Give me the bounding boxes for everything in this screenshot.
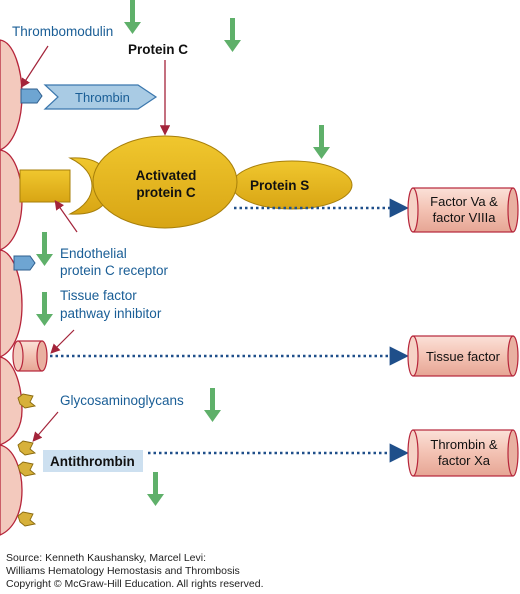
thrombomodulin-label: Thrombomodulin (12, 24, 113, 39)
green-arrow-icon (204, 388, 221, 422)
glycosaminoglycan-icon (17, 511, 37, 527)
target-factor-va-viiia: Factor Va & factor VIIIa (407, 187, 519, 233)
source-line-3: Copyright © McGraw-Hill Education. All r… (6, 578, 264, 590)
protein-s-label: Protein S (250, 178, 309, 193)
factor-va-label-line2: factor VIIIa (433, 210, 497, 225)
tissue-factor-label: Tissue factor (426, 349, 501, 364)
tfpi-label-line2: pathway inhibitor (60, 306, 162, 321)
target-tissue-factor: Tissue factor (407, 335, 519, 377)
green-arrow-icon (36, 232, 53, 266)
thrombin-xa-label-line2: factor Xa (438, 453, 491, 468)
protein-c-label: Protein C (128, 42, 188, 57)
activated-protein-c-label-line2: protein C (136, 185, 195, 200)
source-line-1: Source: Kenneth Kaushansky, Marcel Levi: (6, 552, 206, 564)
activated-protein-c-label-line1: Activated (136, 168, 197, 183)
thrombomodulin-pointer (20, 45, 49, 89)
green-arrow-icon (147, 472, 164, 506)
epcr-label-line1: Endothelial (60, 246, 127, 261)
green-arrows (36, 0, 330, 506)
glycosaminoglycan-icon (17, 440, 37, 456)
tfpi-pointer (50, 329, 75, 354)
epcr-stalk (19, 169, 71, 203)
factor-va-label-line1: Factor Va & (430, 194, 498, 209)
thrombin-label: Thrombin (75, 90, 130, 105)
source-credit: Source: Kenneth Kaushansky, Marcel Levi:… (6, 552, 264, 591)
green-arrow-icon (36, 292, 53, 326)
antithrombin-box (43, 450, 143, 472)
glycosaminoglycan-icon (17, 393, 37, 409)
thrombomodulin-receptor (20, 88, 43, 104)
glycosaminoglycan-icon (17, 461, 37, 477)
antithrombin-label: Antithrombin (50, 454, 135, 469)
glycosaminoglycans-label: Glycosaminoglycans (60, 393, 184, 408)
glycosaminoglycan-chains (17, 393, 37, 527)
thrombin-xa-label-line1: Thrombin & (430, 437, 498, 452)
green-arrow-icon (313, 125, 330, 159)
green-arrow-icon (224, 18, 241, 52)
tfpi-cylinder (12, 340, 48, 372)
green-arrow-icon (124, 0, 141, 34)
epcr-label-line2: protein C receptor (60, 263, 169, 278)
thrombin-shape (43, 84, 158, 110)
glycosaminoglycans-pointer (32, 411, 59, 442)
epcr-receptor (13, 255, 36, 271)
activated-protein-c-shape (92, 135, 238, 229)
target-thrombin-xa: Thrombin & factor Xa (407, 429, 519, 477)
tfpi-label-line1: Tissue factor (60, 288, 137, 303)
source-line-2: Williams Hematology Hemostasis and Throm… (6, 565, 240, 577)
endothelial-cell-membrane (0, 39, 23, 536)
epcr-pointer (54, 200, 78, 233)
